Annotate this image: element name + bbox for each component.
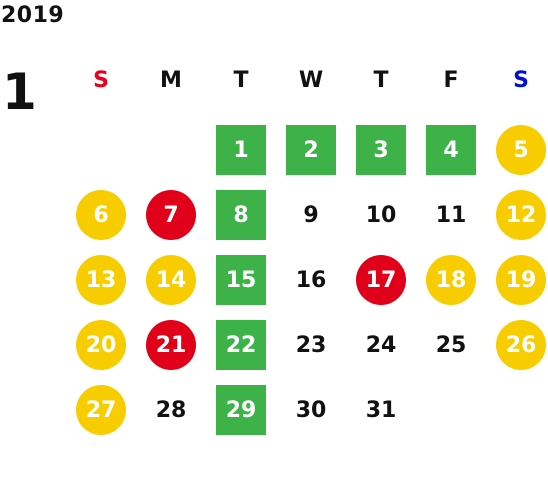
day-cell-25: 25 [435, 332, 467, 358]
day-cell-10: 10 [365, 202, 397, 228]
weekday-2: T [233, 68, 249, 93]
day-cell-31: 31 [365, 397, 397, 423]
day-cell-17: 17 [356, 255, 406, 305]
day-cell-11: 11 [435, 202, 467, 228]
day-cell-14: 14 [146, 255, 196, 305]
day-cell-7: 7 [146, 190, 196, 240]
day-cell-16: 16 [295, 267, 327, 293]
day-cell-30: 30 [295, 397, 327, 423]
day-cell-26: 26 [496, 320, 546, 370]
day-cell-21: 21 [146, 320, 196, 370]
day-cell-18: 18 [426, 255, 476, 305]
day-cell-24: 24 [365, 332, 397, 358]
weekday-1: M [160, 68, 182, 93]
year-label: 2019 [1, 3, 65, 28]
month-number: 1 [2, 63, 37, 121]
weekday-0: S [93, 68, 109, 93]
day-cell-6: 6 [76, 190, 126, 240]
day-cell-20: 20 [76, 320, 126, 370]
day-cell-9: 9 [303, 202, 319, 228]
day-cell-13: 13 [76, 255, 126, 305]
day-cell-5: 5 [496, 125, 546, 175]
weekday-4: T [373, 68, 389, 93]
day-cell-22: 22 [216, 320, 266, 370]
day-cell-23: 23 [295, 332, 327, 358]
day-cell-1: 1 [216, 125, 266, 175]
weekday-6: S [513, 68, 529, 93]
day-cell-28: 28 [155, 397, 187, 423]
day-cell-12: 12 [496, 190, 546, 240]
day-cell-29: 29 [216, 385, 266, 435]
day-cell-3: 3 [356, 125, 406, 175]
day-cell-2: 2 [286, 125, 336, 175]
day-cell-8: 8 [216, 190, 266, 240]
day-cell-15: 15 [216, 255, 266, 305]
day-cell-27: 27 [76, 385, 126, 435]
weekday-3: W [298, 68, 324, 93]
day-cell-19: 19 [496, 255, 546, 305]
day-cell-4: 4 [426, 125, 476, 175]
weekday-5: F [443, 68, 459, 93]
